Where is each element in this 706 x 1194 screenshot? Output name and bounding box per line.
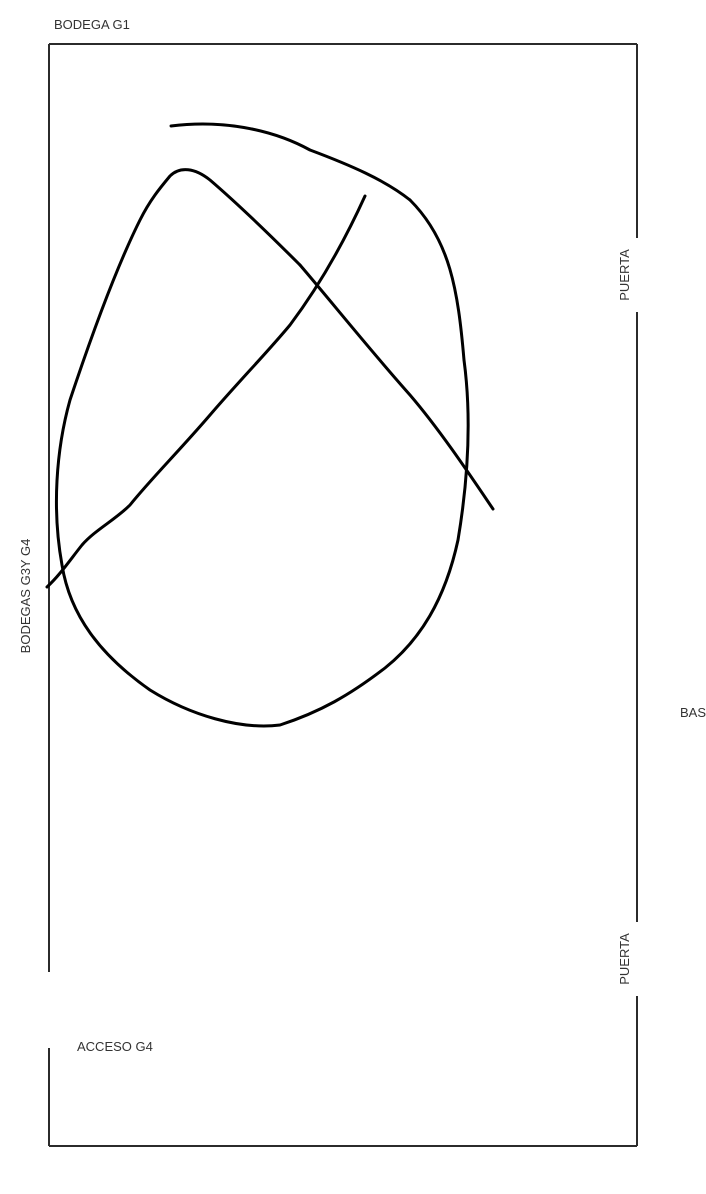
scribble-diagonal-up <box>45 194 367 589</box>
label-door-lower: PUERTA <box>617 933 632 985</box>
label-right-cut: BAS <box>680 705 706 720</box>
crossed-out-scribble <box>45 122 495 728</box>
label-acceso-g4: ACCESO G4 <box>77 1039 153 1054</box>
scribble-diagonal-down <box>298 263 495 511</box>
label-door-upper: PUERTA <box>617 249 632 301</box>
label-bodegas-g3-g4: BODEGAS G3Y G4 <box>18 539 33 654</box>
scribble-top-arc <box>169 122 412 202</box>
room-walls <box>48 43 638 1147</box>
scribble-loop <box>54 168 470 728</box>
label-bodega-g1: BODEGA G1 <box>54 17 130 32</box>
